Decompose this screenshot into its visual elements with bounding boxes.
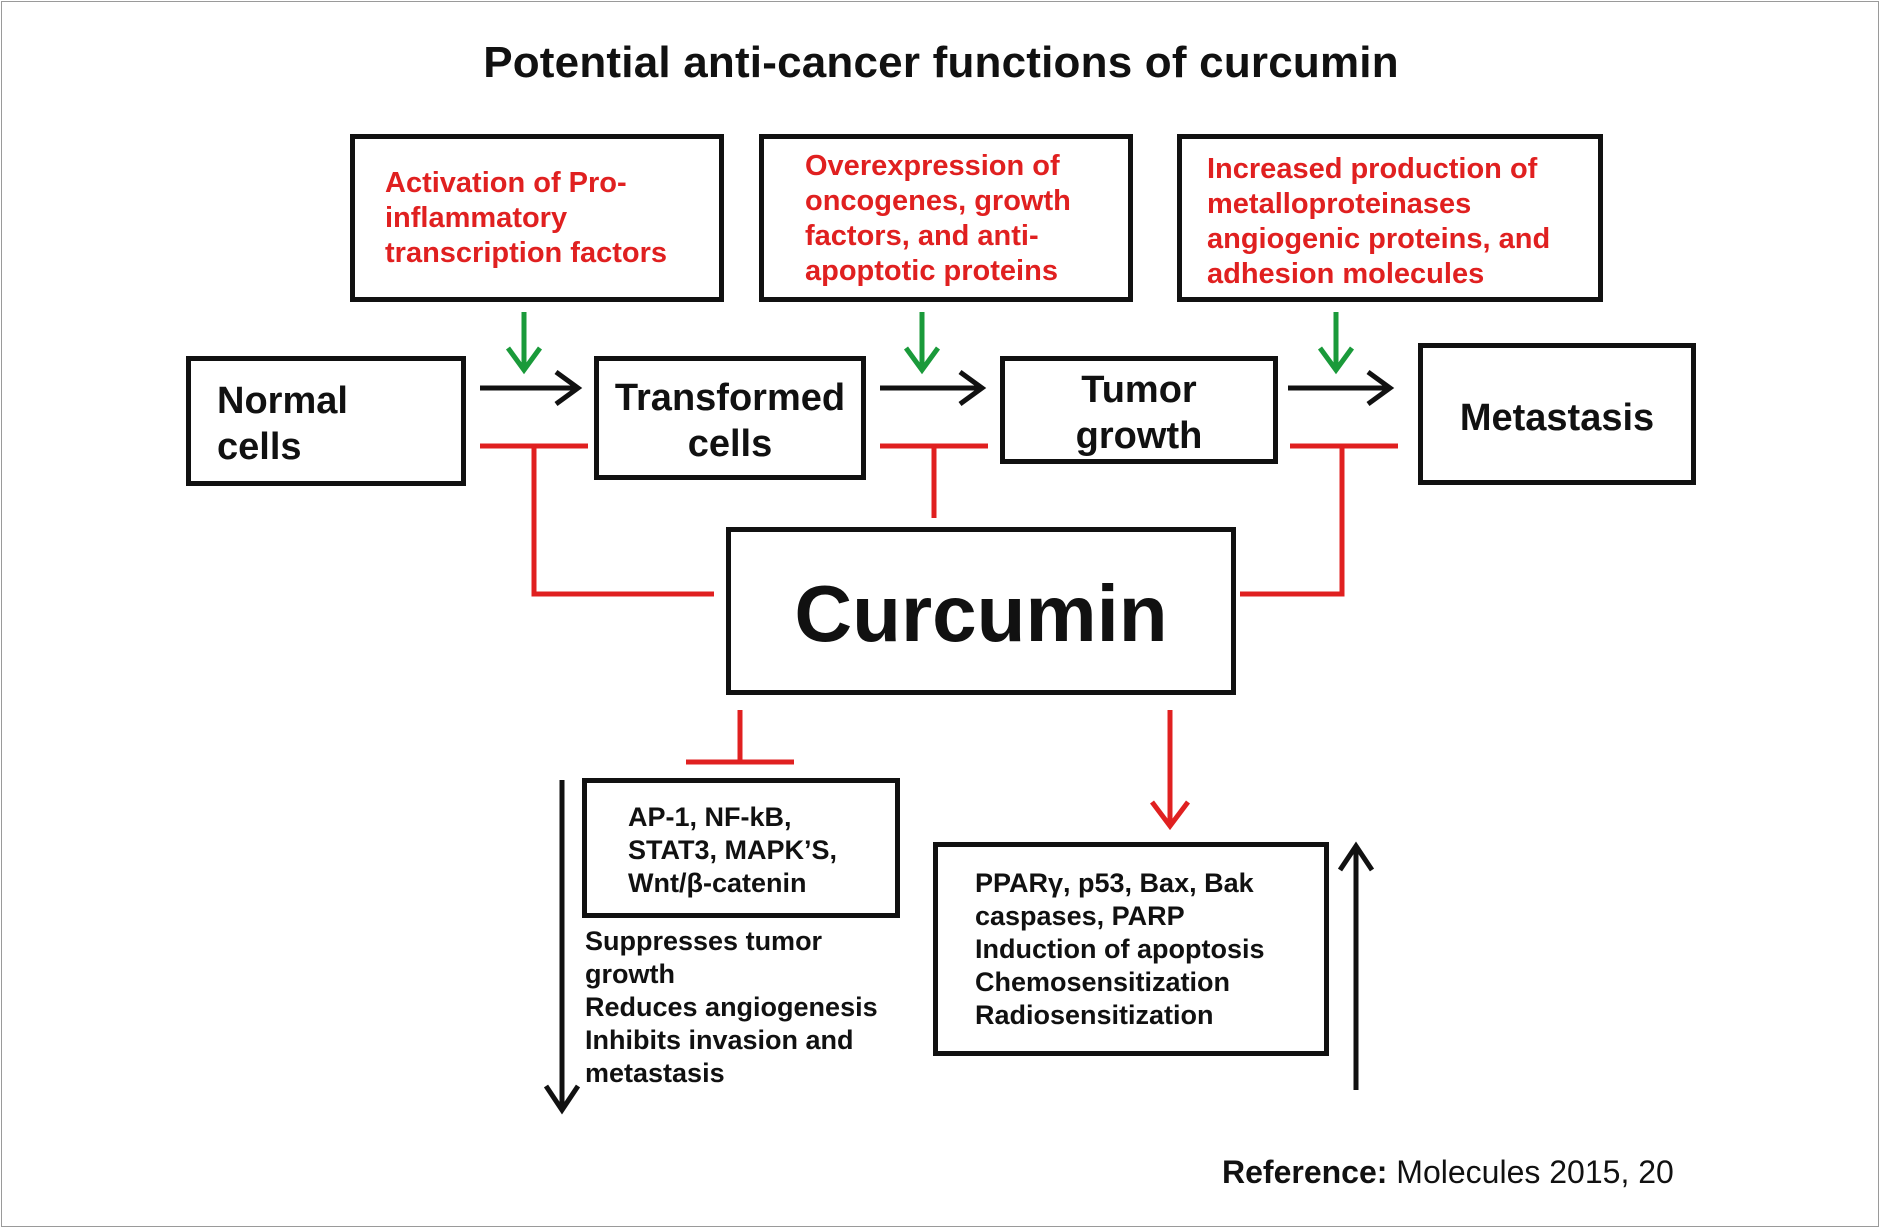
arrow-tumor-to-metastasis <box>1288 369 1395 407</box>
inhibited-targets-label: AP-1, NF-kB, STAT3, MAPK’S, Wnt/β-cateni… <box>628 802 838 898</box>
stage-label-transformed-cells: Transformed cells <box>614 377 846 465</box>
driver-box-inflammatory: Activation of Pro- inflammatory transcri… <box>350 134 724 302</box>
driver-box-metalloproteinases: Increased production of metalloproteinas… <box>1177 134 1603 302</box>
page-title: Potential anti-cancer functions of curcu… <box>483 38 1399 87</box>
induced-targets-box: PPARγ, p53, Bax, Bak caspases, PARP Indu… <box>933 842 1329 1056</box>
reference-text: Molecules 2015, 20 <box>1387 1154 1674 1190</box>
stage-label-normal-cells: Normal cells <box>217 380 348 468</box>
green-arrow-2 <box>903 312 941 375</box>
green-arrow-3 <box>1317 312 1355 375</box>
inhibit-tumor-growth <box>880 443 988 518</box>
reference-label: Reference: <box>1222 1154 1388 1190</box>
arrow-transformed-to-tumor <box>880 369 987 407</box>
reference-citation: Reference: Molecules 2015, 20 <box>1222 1154 1674 1191</box>
driver-label-metalloproteinases: Increased production of metalloproteinas… <box>1207 153 1551 290</box>
curcumin-label: Curcumin <box>794 569 1168 658</box>
induce-apoptosis-arrow <box>1150 710 1190 831</box>
induced-targets-label: PPARγ, p53, Bax, Bak caspases, PARP Indu… <box>975 868 1265 1030</box>
stage-label-tumor-growth: Tumor growth <box>1075 369 1203 457</box>
stage-label-metastasis: Metastasis <box>1459 397 1655 439</box>
effect-arrows <box>543 780 1375 1115</box>
arrow-normal-to-transformed <box>480 369 583 407</box>
stage-box-transformed-cells: Transformed cells <box>594 356 866 480</box>
driver-box-oncogenes: Overexpression of oncogenes, growth fact… <box>759 134 1133 302</box>
stage-box-normal-cells: Normal cells <box>186 356 466 486</box>
driver-label-oncogenes: Overexpression of oncogenes, growth fact… <box>805 150 1071 287</box>
inhibited-targets-box: AP-1, NF-kB, STAT3, MAPK’S, Wnt/β-cateni… <box>582 778 900 918</box>
driver-label-inflammatory: Activation of Pro- inflammatory transcri… <box>385 167 667 269</box>
green-arrow-1 <box>505 312 543 375</box>
progression-arrows <box>480 369 1395 407</box>
stage-box-tumor-growth: Tumor growth <box>1000 356 1278 464</box>
driver-arrows <box>505 312 1355 375</box>
down-arrow <box>543 780 581 1115</box>
inhibition-lines <box>480 443 1398 831</box>
inhibit-signaling <box>686 710 794 765</box>
inhibit-metastasis <box>1240 443 1398 597</box>
curcumin-box: Curcumin <box>726 527 1236 695</box>
up-arrow <box>1337 841 1375 1090</box>
inhibited-effects-label: Suppresses tumor growth Reduces angiogen… <box>585 926 878 1088</box>
inhibit-transformation <box>480 443 714 597</box>
stage-box-metastasis: Metastasis <box>1418 343 1696 485</box>
